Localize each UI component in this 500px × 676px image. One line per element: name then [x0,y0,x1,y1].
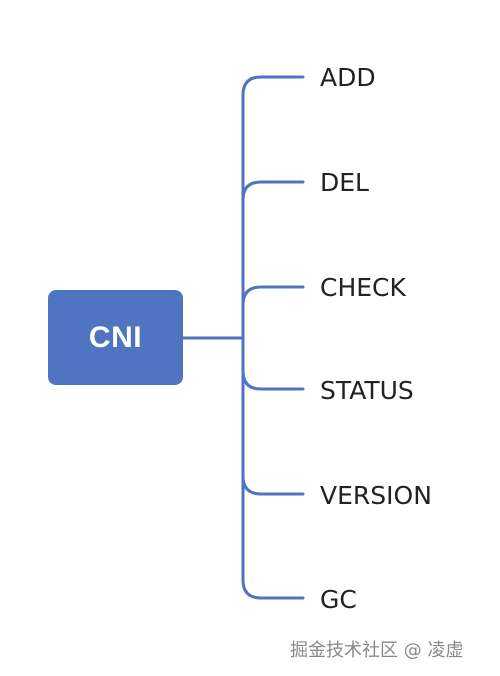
branch-del [241,180,305,202]
leaf-node-add: ADD [320,63,376,92]
leaf-node-del: DEL [320,168,369,197]
watermark-text: 掘金技术社区 @ 凌虚 [290,640,464,661]
root-node-label: CNI [88,320,143,354]
branch-version [241,474,305,496]
leaf-node-status: STATUS [320,376,414,405]
leaf-node-gc: GC [320,585,357,614]
leaf-node-version: VERSION [320,481,432,510]
root-node: CNI [48,290,183,385]
branch-status [241,369,305,391]
branch-add [241,75,305,97]
branch-gc [241,578,305,600]
branch-check [241,285,305,307]
leaf-node-check: CHECK [320,273,406,302]
